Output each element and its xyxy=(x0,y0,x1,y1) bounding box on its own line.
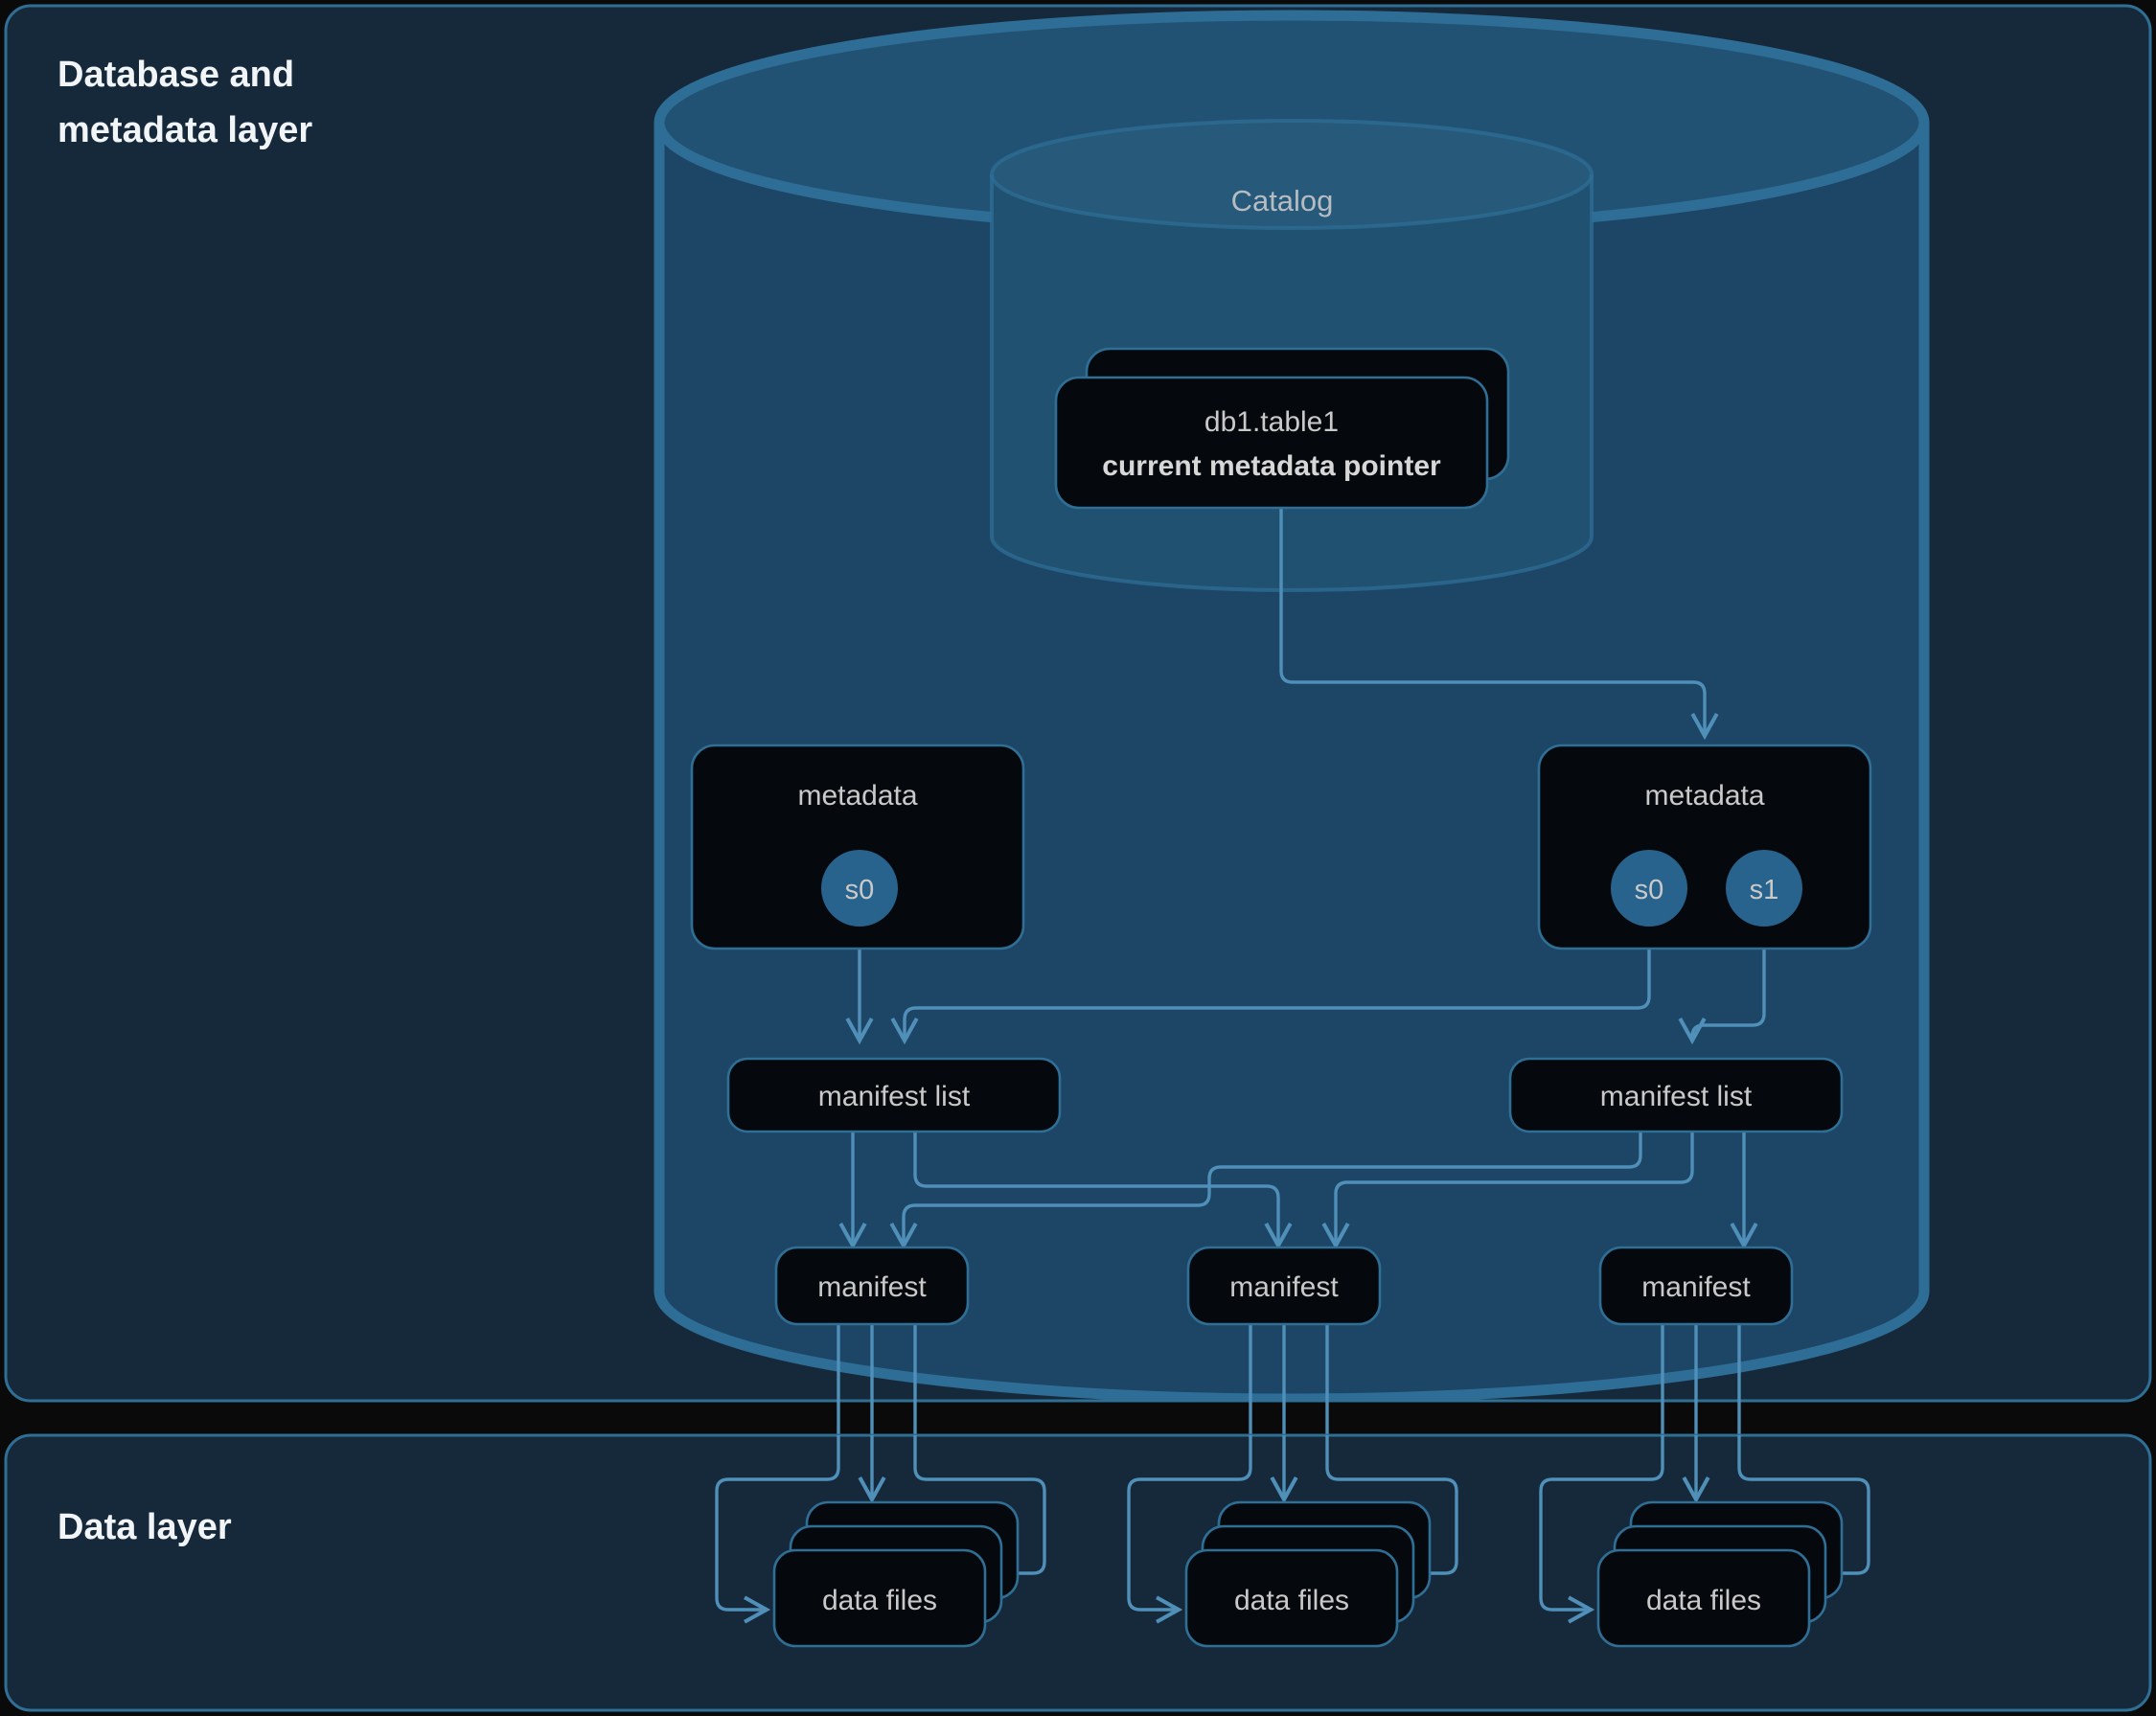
data-files-center[interactable]: data files xyxy=(1184,1500,1432,1648)
snapshot-label-s0-right: s0 xyxy=(1635,875,1664,905)
metadata-file-left[interactable]: metadata s0 xyxy=(690,744,1025,950)
snapshot-label-s1-right: s1 xyxy=(1750,875,1779,905)
edge-group-manifests-to-datafiles-top xyxy=(837,1322,1741,1401)
storage-cylinder-outline xyxy=(654,123,1930,1401)
edge-to-data-files-center-from-east xyxy=(1325,1435,1458,1588)
edge-catalog-to-metadata-right xyxy=(1279,506,1719,741)
edge-to-data-files-right-from-east xyxy=(1737,1435,1870,1588)
catalog-label: Catalog xyxy=(1231,184,1334,217)
panel-data-layer: Data layer data files xyxy=(4,1433,2152,1712)
catalog-cylinder-top xyxy=(992,121,1592,228)
manifest-left[interactable]: manifest xyxy=(774,1246,970,1326)
snapshot-circle-s1-right[interactable] xyxy=(1726,850,1802,927)
manifest-center[interactable]: manifest xyxy=(1186,1246,1382,1326)
panel-title-line1: Database and xyxy=(57,55,294,95)
manifest-list-left[interactable]: manifest list xyxy=(726,1057,1062,1133)
data-files-center-card-1 xyxy=(1184,1548,1399,1648)
edge-metadata-right-s0-to-manifest-list-left xyxy=(890,891,1651,1045)
manifest-list-right-label: manifest list xyxy=(1600,1081,1753,1112)
snapshot-circle-s0-right[interactable] xyxy=(1611,850,1687,927)
snapshot-circle-s0-left[interactable] xyxy=(821,850,898,927)
metadata-file-left-box xyxy=(690,744,1025,950)
edge-group-datafiles-inbound xyxy=(715,1435,1870,1624)
manifest-list-right-box xyxy=(1508,1057,1844,1133)
catalog-table-entry-line2: current metadata pointer xyxy=(1102,450,1441,482)
metadata-file-left-label: metadata xyxy=(797,780,917,812)
edge-metadata-right-s1-to-manifest-list-right xyxy=(1678,891,1766,1045)
manifest-list-right[interactable]: manifest list xyxy=(1508,1057,1844,1133)
metadata-file-right[interactable]: metadata s0 s1 xyxy=(1537,744,1872,950)
edge-manifest-list-right-to-manifest-center xyxy=(1321,1131,1694,1250)
manifest-right[interactable]: manifest xyxy=(1598,1246,1794,1326)
edge-to-data-files-left-from-east xyxy=(913,1435,1046,1588)
manifest-center-box xyxy=(1186,1246,1382,1326)
edge-to-data-files-right-from-west xyxy=(1539,1435,1664,1624)
edge-manifest-list-left-to-manifest-center xyxy=(913,1131,1293,1250)
manifest-list-left-label: manifest list xyxy=(818,1081,971,1112)
catalog-table-entry-frontcard xyxy=(1054,376,1489,510)
manifest-left-label: manifest xyxy=(817,1271,927,1303)
edge-to-data-files-left-from-west xyxy=(715,1435,840,1624)
panel-database-metadata-layer: Database and metadata layer Catalog xyxy=(4,4,2152,1403)
manifest-right-label: manifest xyxy=(1641,1271,1751,1303)
edge-manifest-list-right-to-manifest-left xyxy=(889,1131,1642,1250)
data-layer-title: Data layer xyxy=(57,1507,232,1547)
catalog-cylinder-outline xyxy=(990,174,1594,592)
edge-group-manifest-lists-to-manifests xyxy=(838,1131,1758,1250)
data-files-left-label: data files xyxy=(822,1585,937,1616)
data-files-right[interactable]: data files xyxy=(1596,1500,1844,1648)
metadata-file-right-box xyxy=(1537,744,1872,950)
panel-title-line2: metadata layer xyxy=(57,110,312,150)
manifest-center-label: manifest xyxy=(1229,1271,1339,1303)
manifest-left-box xyxy=(774,1246,970,1326)
edge-to-data-files-center-from-west xyxy=(1127,1435,1252,1624)
manifest-list-left-box xyxy=(726,1057,1062,1133)
snapshot-label-s0-left: s0 xyxy=(845,875,875,905)
manifest-right-box xyxy=(1598,1246,1794,1326)
data-files-center-label: data files xyxy=(1234,1585,1349,1616)
edge-group-seam-verticals xyxy=(837,1401,1741,1435)
data-files-left[interactable]: data files xyxy=(772,1500,1020,1648)
catalog-table-entry[interactable]: db1.table1 current metadata pointer xyxy=(1054,347,1510,510)
data-files-right-label: data files xyxy=(1646,1585,1761,1616)
metadata-file-right-label: metadata xyxy=(1644,780,1764,812)
data-files-right-card-1 xyxy=(1596,1548,1811,1648)
catalog-table-entry-line1: db1.table1 xyxy=(1204,406,1339,438)
data-files-left-card-1 xyxy=(772,1548,987,1648)
